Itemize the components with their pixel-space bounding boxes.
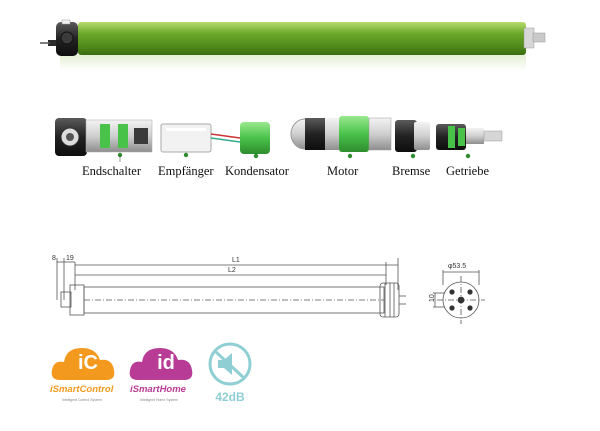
dim-19: 19 (66, 255, 74, 262)
logo-ismartcontrol-name: iSmartControl (50, 384, 114, 395)
motor-tube (40, 19, 546, 71)
dim-l2: L2 (228, 267, 236, 274)
component-bremse (395, 120, 430, 159)
dim-8: 8 (52, 255, 56, 262)
logo-ismartcontrol-mark: iC (78, 352, 98, 374)
label-endschalter: Endschalter (82, 164, 142, 178)
noise-value: 42dB (215, 390, 245, 404)
logo-ismarthome: id iSmartHome Intelligent Home System (126, 340, 204, 412)
component-motor (290, 116, 392, 159)
technical-drawing (56, 258, 485, 324)
label-getriebe: Getriebe (446, 164, 490, 178)
logo-ismarthome-mark: id (157, 352, 175, 374)
label-motor: Motor (327, 164, 359, 178)
component-endschalter (55, 118, 153, 162)
component-kondensator (240, 122, 270, 159)
logo-ismartcontrol: iC iSmartControl Intelligent Control Sys… (48, 340, 126, 412)
cloud-icon (51, 348, 115, 380)
cloud-icon (129, 348, 193, 380)
dim-diameter: φ53.5 (448, 263, 466, 270)
label-empfaenger: Empfänger (158, 164, 214, 178)
component-empfaenger (160, 123, 241, 158)
mute-speaker-icon (208, 342, 252, 386)
logo-ismartcontrol-sub: Intelligent Control System (62, 398, 102, 402)
noise-badge: 42dB (204, 342, 256, 410)
component-getriebe (436, 124, 503, 159)
dim-l1: L1 (232, 257, 240, 264)
dim-10: 10 (429, 294, 436, 302)
label-kondensator: Kondensator (225, 164, 289, 178)
logo-ismarthome-name: iSmartHome (130, 384, 186, 395)
logo-ismarthome-sub: Intelligent Home System (140, 398, 178, 402)
label-bremse: Bremse (392, 164, 431, 178)
